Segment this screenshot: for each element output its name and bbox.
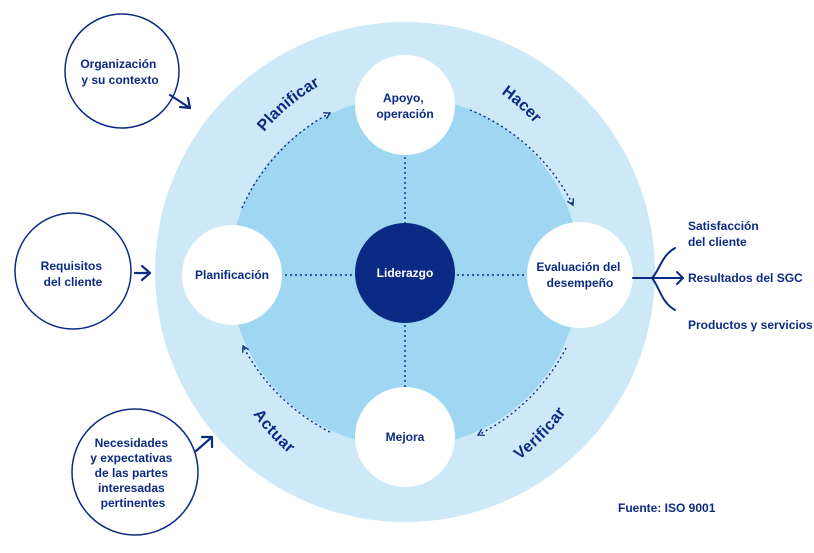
center-liderazgo-circle: [355, 223, 455, 323]
output-arrows: [632, 247, 684, 311]
input-needs-circle: [71, 408, 199, 536]
node-mejora-circle: [355, 387, 455, 487]
center-liderazgo-label: Liderazgo: [377, 266, 434, 280]
source-note: Fuente: ISO 9001: [618, 501, 716, 515]
node-evaluacion-circle: [527, 222, 633, 328]
node-apoyo-label: Apoyo, operación: [376, 91, 433, 121]
input-needs-arrow-icon: [194, 435, 214, 453]
node-planificacion-label: Planificación: [195, 268, 269, 282]
node-mejora-label: Mejora: [386, 430, 425, 444]
node-apoyo-circle: [355, 55, 455, 155]
node-evaluacion-label: Evaluación del desempeño: [536, 260, 623, 290]
input-context-circle: [64, 13, 180, 129]
input-needs-label: Necesidades y expectativas de las partes…: [90, 436, 175, 510]
node-planificacion-circle: [182, 225, 282, 325]
cycle-arrows: [241, 109, 575, 437]
input-context-arrow-icon: [168, 93, 192, 110]
output-results-label: Resultados del SGC: [688, 271, 803, 285]
input-requirements-circle: [14, 212, 132, 330]
output-products-label: Productos y servicios: [688, 318, 813, 332]
input-requirements-label: Requisitos del cliente: [41, 259, 106, 289]
output-satisfaction-label: Satisfacción del cliente: [688, 219, 762, 249]
input-context-label: Organización y su contexto: [80, 57, 159, 87]
input-requirements-arrow-icon: [133, 264, 152, 282]
spokes: [285, 152, 527, 392]
